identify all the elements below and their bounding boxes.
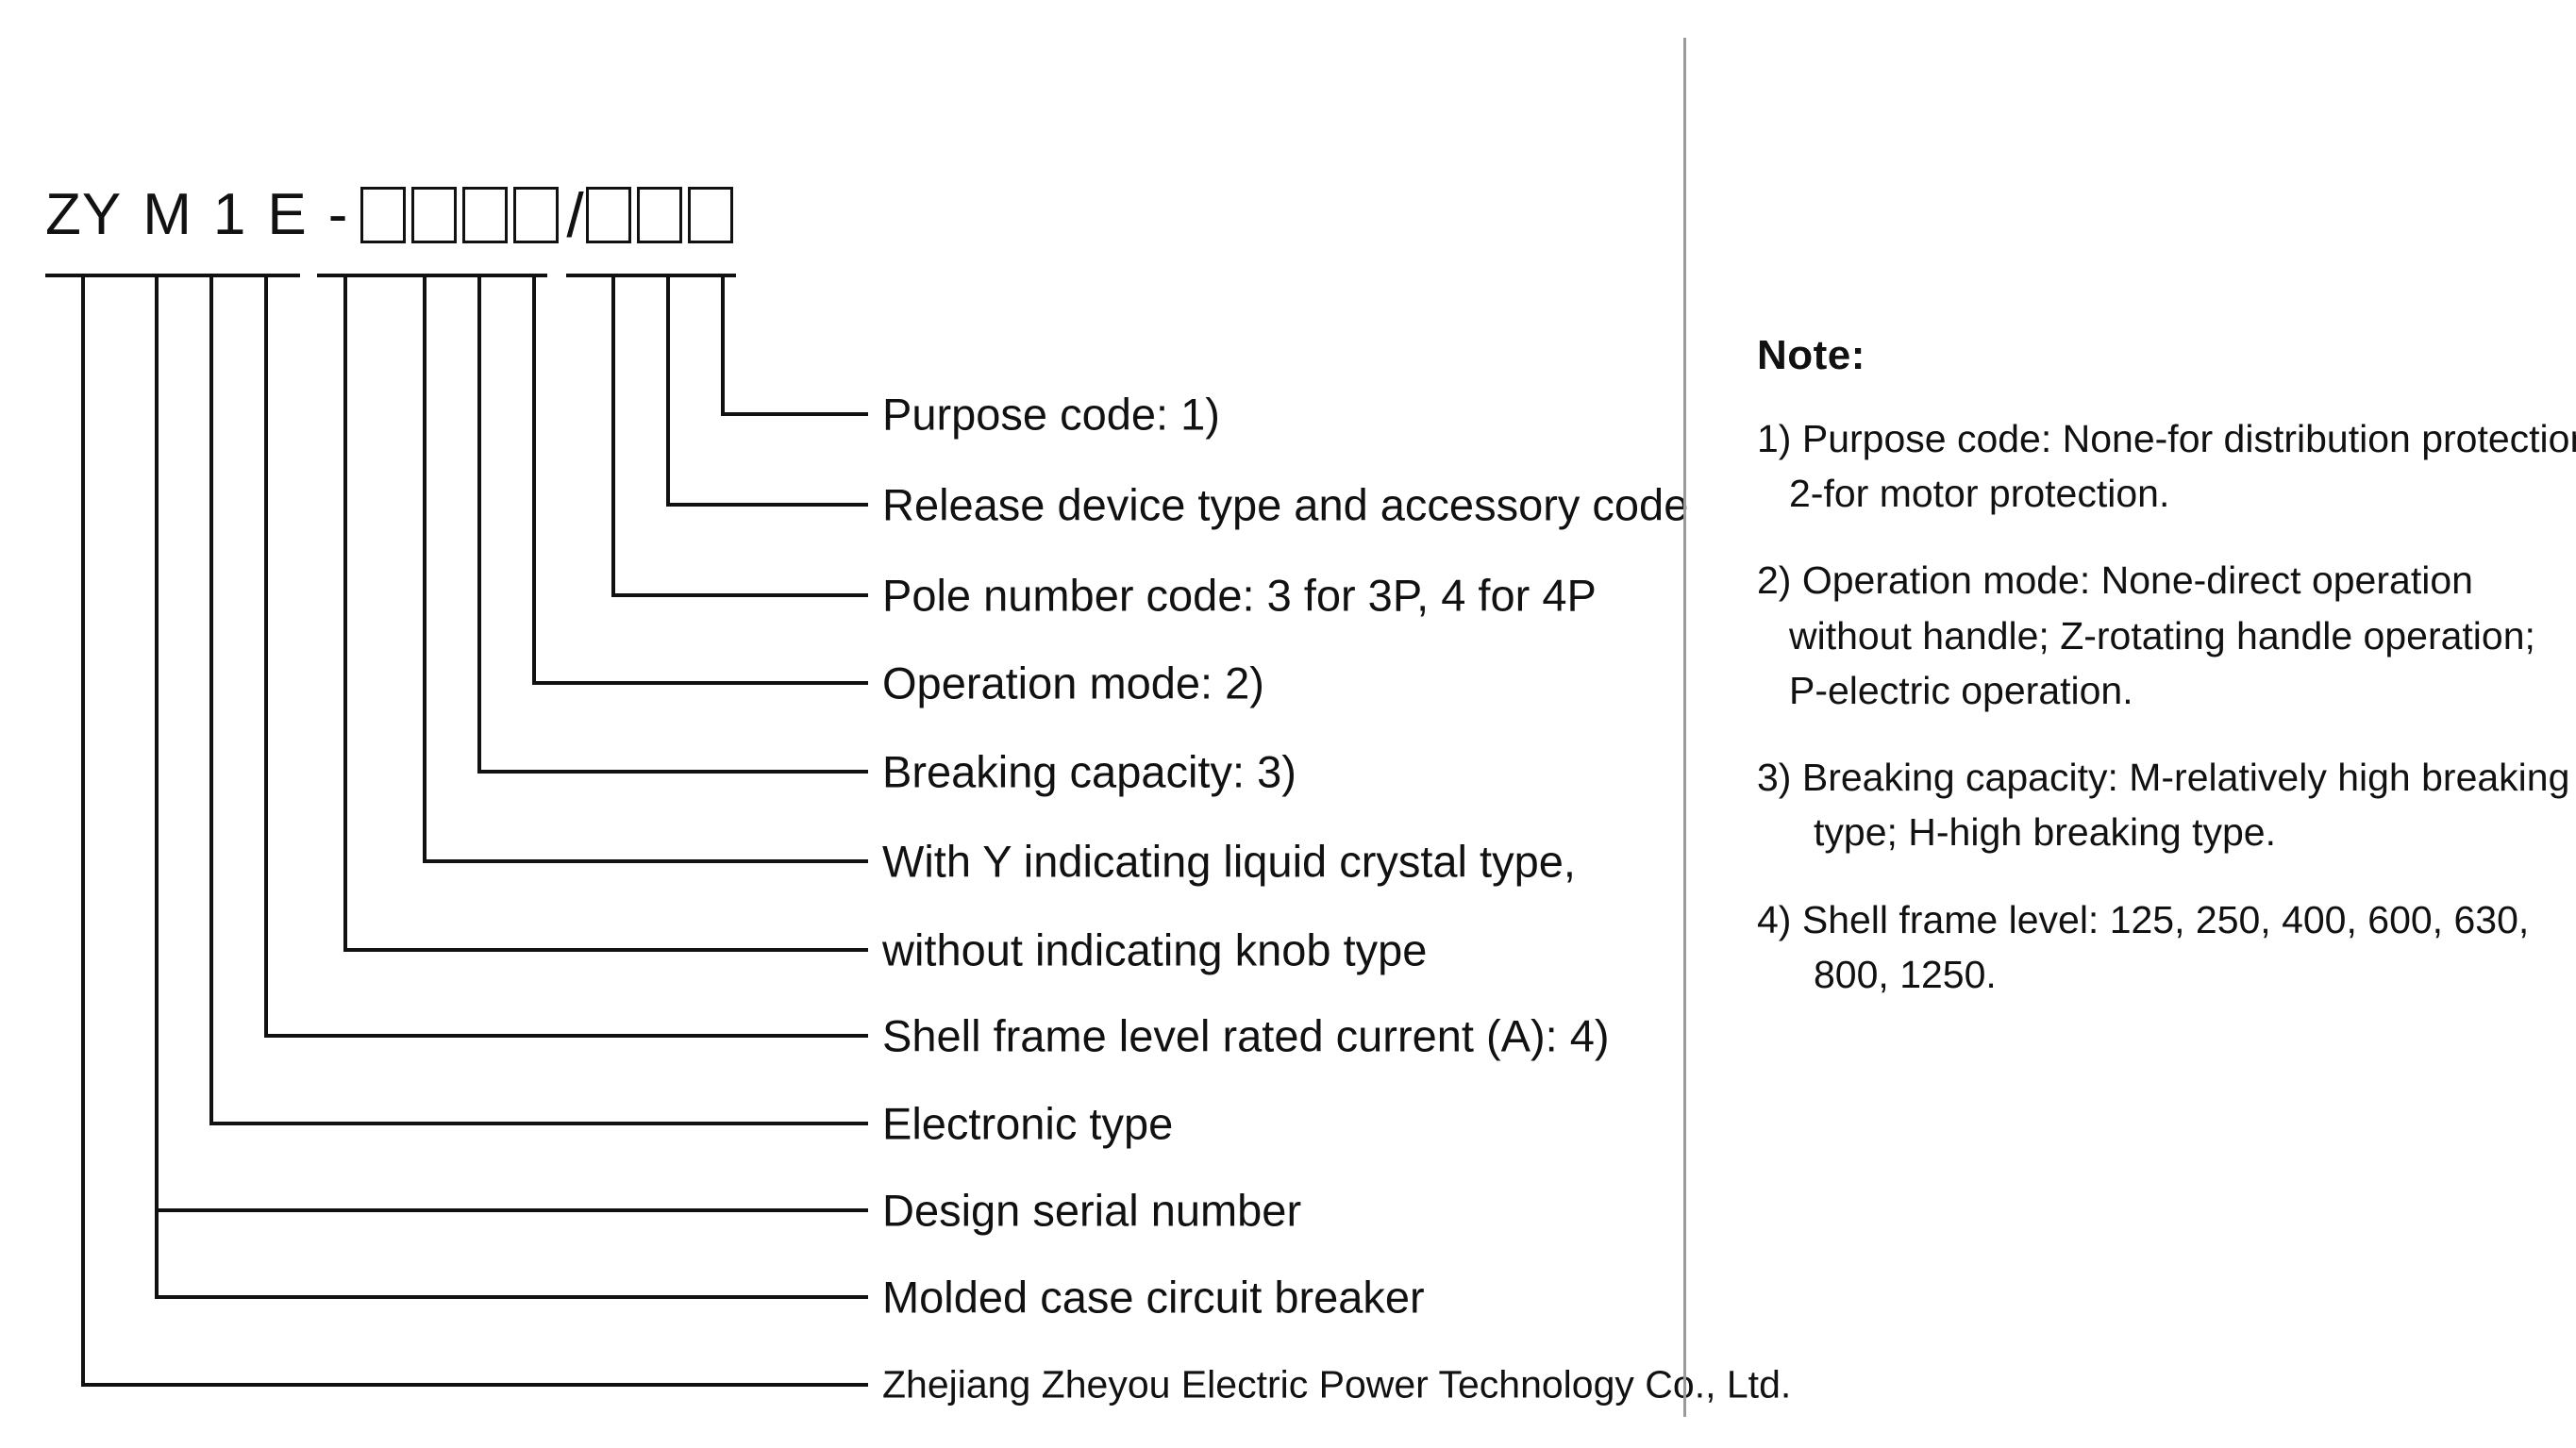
- leader-design-serial: [155, 275, 868, 1212]
- code-letter-e: E: [267, 182, 308, 247]
- callout-knob-type: without indicating knob type: [882, 924, 1428, 975]
- leader-company-name: [81, 275, 868, 1387]
- code-dash: -: [327, 182, 348, 247]
- code-letter-m: M: [142, 182, 192, 247]
- leader-pole-number: [611, 275, 868, 597]
- note-1-line-2: 2-for motor protection.: [1789, 472, 2170, 516]
- leader-release-device: [666, 275, 868, 507]
- leader-shell-frame: [264, 275, 868, 1038]
- panel-divider: [1683, 38, 1686, 1417]
- note-panel: Note: 1) Purpose code: None-for distribu…: [1757, 332, 2576, 1034]
- code-box-1: [360, 187, 407, 243]
- code-slash: /: [566, 180, 584, 250]
- callout-pole-number: Pole number code: 3 for 3P, 4 for 4P: [882, 570, 1597, 621]
- callout-release-device: Release device type and accessory code: [882, 479, 1689, 530]
- code-box-4: [513, 187, 560, 243]
- model-code-row: ZY M 1 E - /: [45, 172, 739, 258]
- note-2-line-1: 2) Operation mode: None-direct operation: [1757, 558, 2473, 603]
- note-4-line-2: 800, 1250.: [1814, 952, 1997, 996]
- code-box-6: [636, 187, 682, 243]
- note-item-2: 2) Operation mode: None-direct operation…: [1757, 553, 2576, 718]
- note-4-line-1: 4) Shell frame level: 125, 250, 400, 600…: [1757, 897, 2530, 941]
- callout-breaking-capacity: Breaking capacity: 3): [882, 746, 1296, 797]
- leader-electronic-type: [209, 275, 868, 1125]
- note-item-3: 3) Breaking capacity: M-relatively high …: [1757, 750, 2576, 859]
- leader-purpose-code: [721, 275, 868, 416]
- leader-operation-mode: [532, 275, 868, 685]
- callout-molded-case: Molded case circuit breaker: [882, 1272, 1425, 1323]
- note-2-line-2: without handle; Z-rotating handle operat…: [1789, 613, 2535, 657]
- note-title: Note:: [1757, 332, 1865, 378]
- callout-design-serial: Design serial number: [882, 1185, 1302, 1236]
- note-3-line-1: 3) Breaking capacity: M-relatively high …: [1757, 756, 2570, 800]
- code-box-3: [462, 187, 509, 243]
- note-item-1: 1) Purpose code: None-for distribution p…: [1757, 411, 2576, 521]
- callout-shell-frame-current: Shell frame level rated current (A): 4): [882, 1010, 1610, 1061]
- note-item-4: 4) Shell frame level: 125, 250, 400, 600…: [1757, 892, 2576, 1002]
- code-box-5: [585, 187, 631, 243]
- code-box-2: [411, 187, 458, 243]
- callout-electronic-type: Electronic type: [882, 1098, 1174, 1149]
- callout-liquid-crystal-type: With Y indicating liquid crystal type,: [882, 836, 1576, 887]
- note-2-line-3: P-electric operation.: [1789, 668, 2133, 712]
- leader-breaking-capacity: [477, 275, 868, 774]
- code-box-7: [687, 187, 733, 243]
- leader-molded-case: [155, 1210, 868, 1299]
- note-3-line-2: type; H-high breaking type.: [1814, 810, 2276, 855]
- code-letter-zy: ZY: [45, 182, 123, 247]
- code-letter-1: 1: [212, 182, 247, 247]
- callout-company-name: Zhejiang Zheyou Electric Power Technolog…: [882, 1362, 1792, 1406]
- callout-operation-mode: Operation mode: 2): [882, 657, 1264, 708]
- leader-liquid-crystal: [423, 275, 868, 863]
- note-1-line-1: 1) Purpose code: None-for distribution p…: [1757, 417, 2576, 460]
- leader-knob-type: [343, 275, 868, 952]
- callout-purpose-code: Purpose code: 1): [882, 389, 1220, 440]
